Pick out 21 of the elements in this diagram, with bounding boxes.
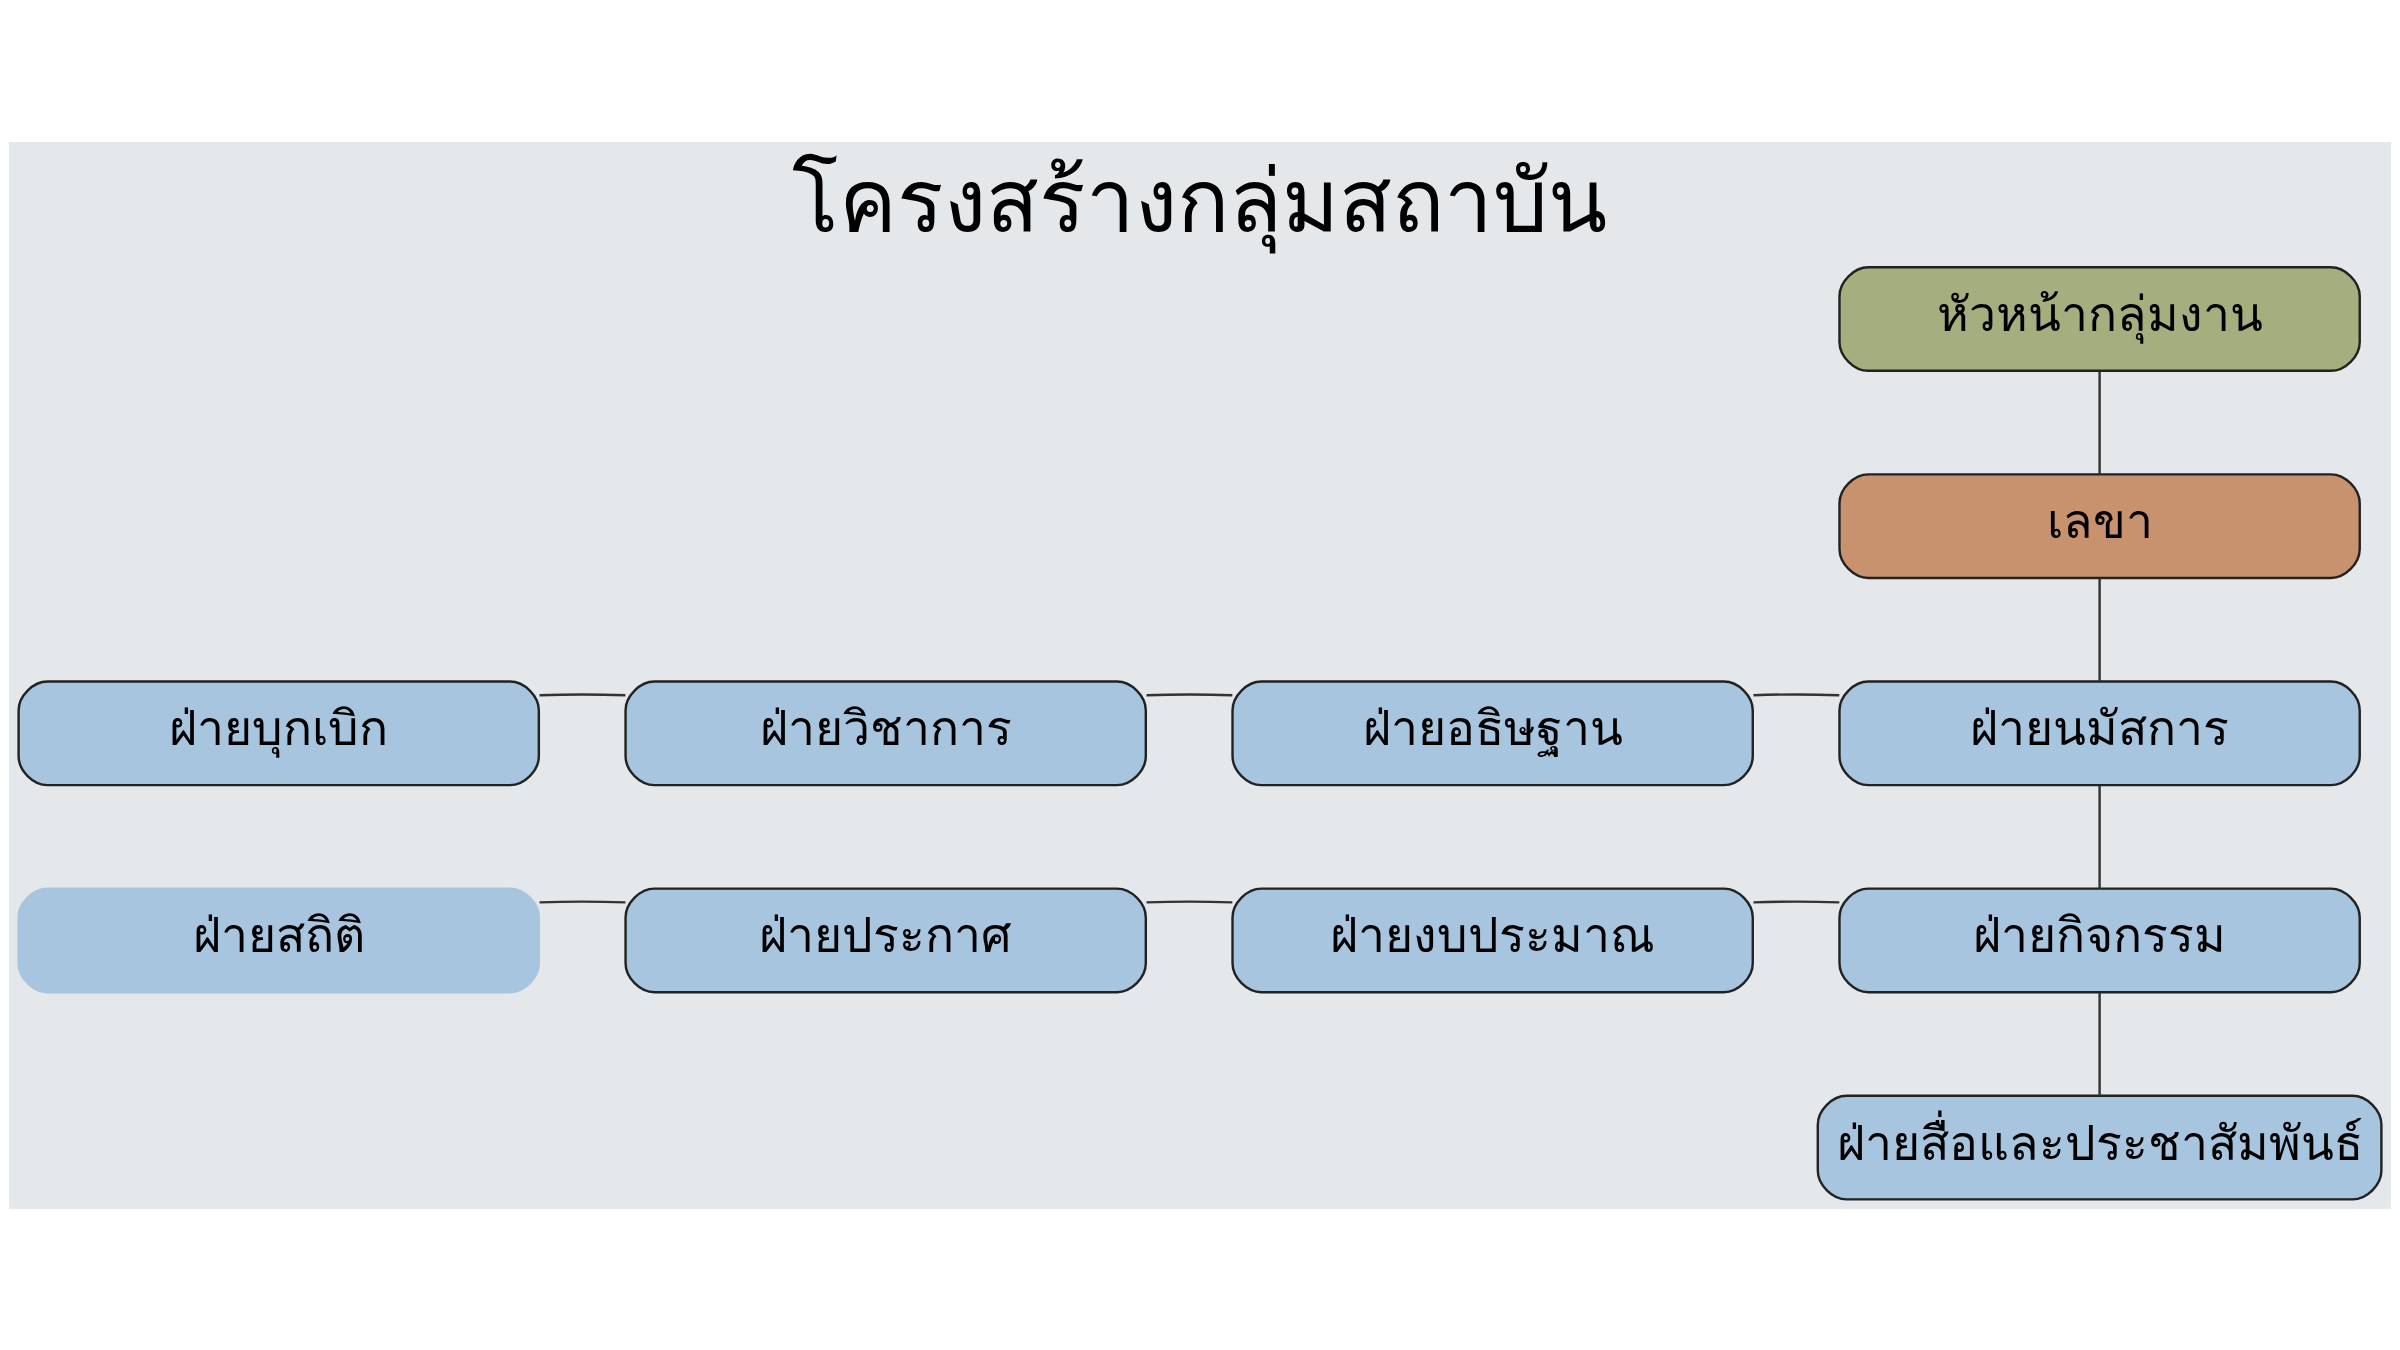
node-box: ฝ่ายสถิติ <box>17 886 541 993</box>
node-box: หัวหน้ากลุ่มงาน <box>1838 265 2361 372</box>
node-box: ฝ่ายกิจกรรม <box>1838 886 2361 993</box>
connector <box>2098 578 2101 681</box>
connector <box>539 692 626 696</box>
connector <box>539 899 626 904</box>
node-box: ฝ่ายอธิษฐาน <box>1231 679 1754 786</box>
connector <box>1753 692 1840 696</box>
node-box: เลขา <box>1838 472 2361 579</box>
node-box: ฝ่ายประกาศ <box>624 886 1147 993</box>
node-box: ฝ่ายงบประมาณ <box>1231 886 1754 993</box>
connector <box>2098 992 2101 1096</box>
node-box: ฝ่ายสื่อและประชาสัมพันธ์ <box>1816 1094 2383 1201</box>
connector <box>1753 899 1840 904</box>
connector <box>2098 785 2101 889</box>
connector <box>1146 692 1233 696</box>
node-box: ฝ่ายบุกเบิก <box>17 679 541 786</box>
connector <box>1146 899 1233 904</box>
node-box: ฝ่ายนมัสการ <box>1838 679 2361 786</box>
connector <box>2098 370 2101 474</box>
node-box: ฝ่ายวิชาการ <box>624 679 1147 786</box>
